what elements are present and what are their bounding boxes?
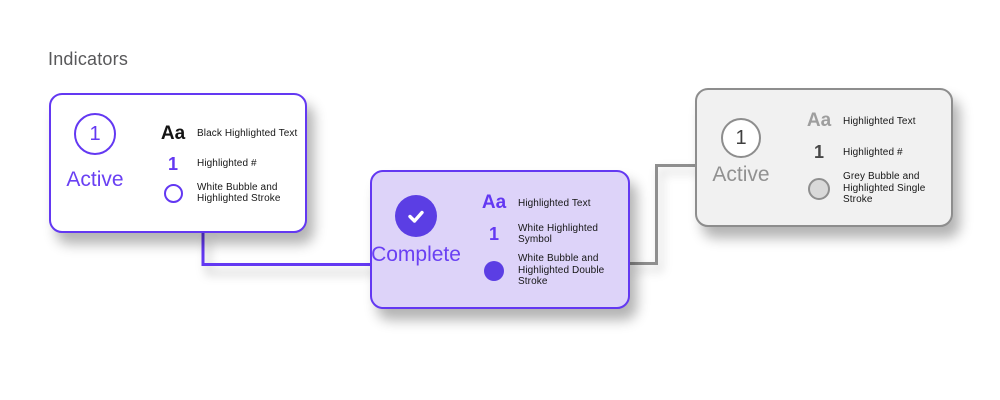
state-label: Active [66,168,124,191]
spec-row-bubble: Grey Bubble and Highlighted Single Strok… [785,171,951,206]
spec-row-text: Aa Black Highlighted Text [139,122,305,146]
grey-bubble-icon [808,177,830,200]
spec-row-text: Aa Highlighted Text [785,109,951,133]
spec-row-number: 1 Highlighted # [139,152,305,176]
white-bubble-filled-icon [484,260,504,281]
spec-label: White Bubble and Highlighted Stroke [197,181,281,205]
check-icon [408,210,424,223]
spec-row-bubble: White Bubble and Highlighted Stroke [139,182,305,205]
state-column: 1 Active [697,90,785,225]
spec-row-number: 1 White Highlighted Symbol [460,222,628,246]
check-bubble [395,195,437,237]
connector-complete-to-active-grey [629,164,696,265]
card-active-highlighted: 1 Active Aa Black Highlighted Text 1 Hig… [49,93,307,233]
spec-label: Highlighted # [197,157,257,169]
step-number-bubble: 1 [721,118,761,158]
state-column: 1 Active [51,95,139,231]
step-number: 1 [89,122,101,145]
spec-label: Black Highlighted Text [197,127,298,139]
number-sample: 1 [167,153,178,174]
spec-label: Grey Bubble and Highlighted Single Strok… [843,171,926,206]
spec-label: White Bubble and Highlighted Double Stro… [518,253,605,288]
spec-label: Highlighted Text [518,197,591,209]
step-number: 1 [735,126,747,149]
spec-rows: Aa Highlighted Text 1 White Highlighted … [460,172,628,307]
connector-active-to-complete [201,233,372,266]
spec-rows: Aa Highlighted Text 1 Highlighted # Grey… [785,90,951,225]
spec-label: White Highlighted Symbol [518,222,599,246]
number-sample: 1 [488,224,499,245]
text-sample: Aa [806,110,832,132]
spec-rows: Aa Black Highlighted Text 1 Highlighted … [139,95,305,231]
text-sample: Aa [481,192,507,214]
state-column: Complete [371,172,461,307]
page-title: Indicators [48,49,129,69]
spec-label: Highlighted # [843,146,903,158]
spec-row-bubble: White Bubble and Highlighted Double Stro… [460,253,628,288]
spec-row-number: 1 Highlighted # [785,140,951,164]
spec-label: Highlighted Text [843,115,916,127]
card-complete: Complete Aa Highlighted Text 1 White Hig… [370,170,630,309]
card-active-grey: 1 Active Aa Highlighted Text 1 Highlight… [695,88,953,227]
step-number-bubble: 1 [74,113,116,155]
text-sample: Aa [160,122,186,144]
white-bubble-outline-icon [163,183,183,203]
state-label: Complete [371,243,461,266]
state-label: Active [712,163,770,186]
spec-row-text: Aa Highlighted Text [460,191,628,215]
number-sample: 1 [813,142,824,163]
